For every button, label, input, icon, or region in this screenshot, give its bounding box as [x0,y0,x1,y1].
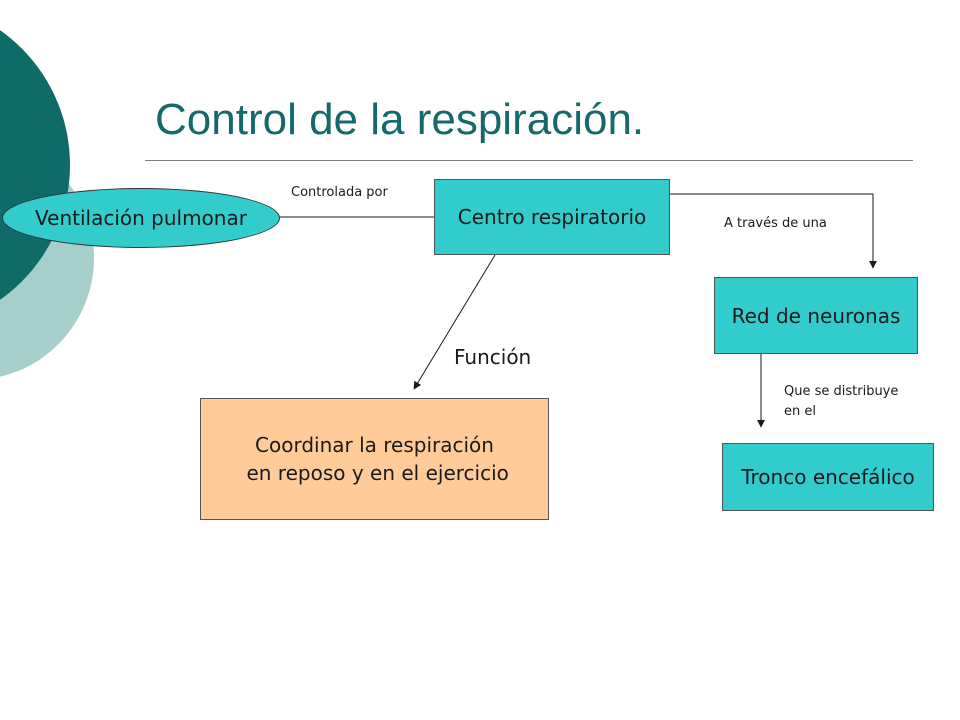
title-divider [145,160,913,161]
connector-centro-red [670,193,877,269]
node-ventilacion-label: Ventilación pulmonar [35,206,247,230]
node-ventilacion-pulmonar: Ventilación pulmonar [2,188,280,248]
node-centro-respiratorio: Centro respiratorio [434,179,670,255]
node-tronco-label: Tronco encefálico [741,465,915,489]
edge-label-a-traves-de-una: A través de una [724,216,827,231]
node-red-label: Red de neuronas [731,303,901,328]
slide-title: Control de la respiración. [155,95,645,144]
node-tronco-encefalico: Tronco encefálico [722,443,934,511]
edge-label-que-se-distribuye: Que se distribuye en el [784,384,899,419]
node-coordinar-label: Coordinar la respiración en reposo y en … [246,433,509,485]
node-coordinar-respiracion: Coordinar la respiración en reposo y en … [200,398,549,520]
edge-label-funcion: Función [454,345,532,369]
node-red-de-neuronas: Red de neuronas [714,277,918,354]
connector-centro-coordinar [413,254,496,390]
node-centro-label: Centro respiratorio [457,205,647,229]
edge-label-controlada-por: Controlada por [291,185,388,200]
